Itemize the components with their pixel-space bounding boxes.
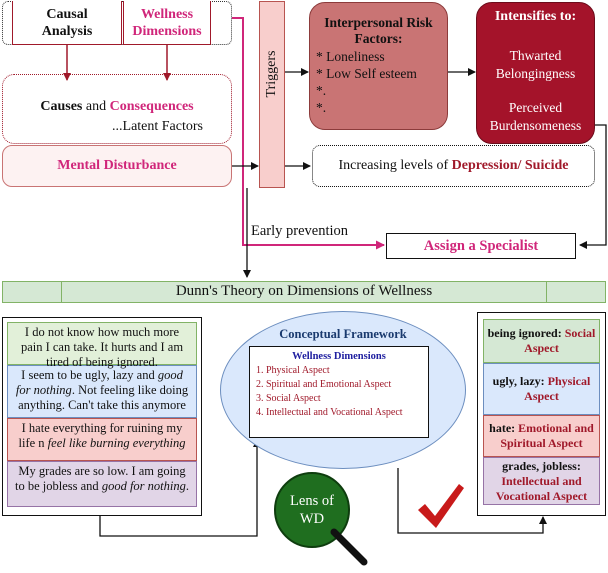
post-text: I do not know how much more pain I can t… [20, 325, 184, 369]
lens-handle [330, 528, 368, 566]
result-prefix: hate: [489, 421, 519, 435]
post-italic-text: good for nothing [15, 368, 183, 397]
post-item: I hate everything for ruining my life n … [7, 418, 197, 461]
assign-specialist-label: Assign a Specialist [423, 237, 539, 254]
conceptual-framework-ellipse: Conceptual Framework Wellness Dimensions… [220, 311, 466, 469]
triggers-label: Triggers [264, 50, 279, 98]
post-item: My grades are so low. I am going to be j… [7, 461, 197, 507]
framework-item: 4. Intellectual and Vocational Aspect [256, 407, 403, 418]
result-item: ugly, lazy: Physical Aspect [483, 363, 600, 415]
result-aspect: Physical Aspect [524, 374, 591, 403]
causal-analysis-box: Causal Analysis [12, 1, 122, 45]
risk-factor-item: * Loneliness [316, 49, 385, 64]
framework-item: 2. Spiritual and Emotional Aspect [256, 379, 392, 390]
lens-line1: Lens of [290, 493, 334, 509]
post-italic-text: feel like burning everything [47, 436, 186, 450]
post-item: I seem to be ugly, lazy and good for not… [7, 365, 197, 418]
and-word: and [82, 99, 110, 114]
result-item: being ignored: Social Aspect [483, 319, 600, 363]
dunn-banner-title: Dunn's Theory on Dimensions of Wellness [175, 283, 433, 299]
post-text: My grades are so low. I am going to be j… [15, 464, 186, 493]
mental-disturbance-box: Mental Disturbance [2, 145, 232, 187]
posts-list: I do not know how much more pain I can t… [7, 322, 197, 507]
framework-inner-title: Wellness Dimensions [292, 351, 386, 362]
depression-word: Depression [451, 158, 518, 173]
consequences-word: Consequences [109, 99, 194, 114]
risk-factors-title: Interpersonal Risk Factors: [324, 15, 433, 46]
assign-specialist-box: Assign a Specialist [386, 233, 576, 259]
post-text: I seem to be ugly, lazy and [21, 368, 158, 382]
thwarted-belongingness: Thwarted Belongingness [495, 48, 576, 81]
framework-list: 1. Physical Aspect 2. Spiritual and Emoti… [256, 364, 422, 420]
result-prefix: grades, jobless: [502, 458, 581, 473]
wellness-dimensions-box: Wellness Dimensions [123, 1, 211, 45]
risk-factor-item: *. [316, 83, 327, 98]
framework-item: 3. Social Aspect [256, 393, 321, 404]
result-item: hate: Emotional and Spiritual Aspect [483, 415, 600, 457]
result-prefix: being ignored: [487, 326, 565, 340]
framework-item: 1. Physical Aspect [256, 365, 330, 376]
intensifies-box: Intensifies to: Thwarted Belongingness P… [476, 2, 595, 144]
slash: / [517, 158, 525, 173]
post-tail-text: . Not feeling like doing anything. Can't… [18, 383, 189, 412]
post-italic-text: good for nothing [101, 479, 186, 493]
dunn-banner: Dunn's Theory on Dimensions of Wellness [2, 280, 606, 303]
posts-container: I do not know how much more pain I can t… [2, 317, 202, 516]
mental-disturbance-label: Mental Disturbance [57, 158, 177, 173]
risk-factor-item: * Low Self esteem [316, 66, 417, 81]
early-prevention-label: Early prevention [251, 223, 349, 239]
post-text: I hate everything for ruining my life n [18, 421, 183, 450]
causal-analysis-label: Causal Analysis [41, 6, 93, 39]
post-item: I do not know how much more pain I can t… [7, 322, 197, 369]
post-tail-text: . [185, 479, 189, 493]
increasing-prefix: Increasing levels of [338, 158, 452, 173]
causes-consequences-box: Causes and Consequences ...Latent Factor… [2, 74, 232, 144]
result-aspect: Emotional and Spiritual Aspect [500, 421, 594, 450]
result-aspect: Social Aspect [524, 326, 596, 355]
lens-line2: WD [299, 511, 325, 527]
result-aspect: Intellectual and Vocational Aspect [495, 473, 588, 503]
triggers-bar: Triggers [259, 1, 285, 188]
framework-title: Conceptual Framework [279, 327, 407, 341]
framework-inner-box: Wellness Dimensions 1. Physical Aspect 2.… [249, 346, 429, 438]
wellness-dimensions-label: Wellness Dimensions [132, 6, 202, 39]
risk-factor-item: *. [316, 100, 327, 115]
causes-word: Causes [40, 99, 83, 114]
intensifies-title: Intensifies to: [494, 9, 577, 24]
increasing-levels-box: Increasing levels of Depression/ Suicide [312, 145, 595, 187]
latent-factors: ...Latent Factors [112, 119, 203, 134]
result-item: grades, jobless: Intellectual and Vocati… [483, 457, 600, 505]
perceived-burdensomeness: Perceived Burdensomeness [489, 100, 582, 133]
result-prefix: ugly, lazy: [492, 374, 548, 388]
suicide-word: Suicide [524, 158, 569, 173]
risk-factors-list: * Loneliness * Low Self esteem *. *. [316, 48, 441, 116]
risk-factors-box: Interpersonal Risk Factors: * Loneliness… [309, 2, 448, 130]
check-mark-icon [418, 484, 464, 528]
